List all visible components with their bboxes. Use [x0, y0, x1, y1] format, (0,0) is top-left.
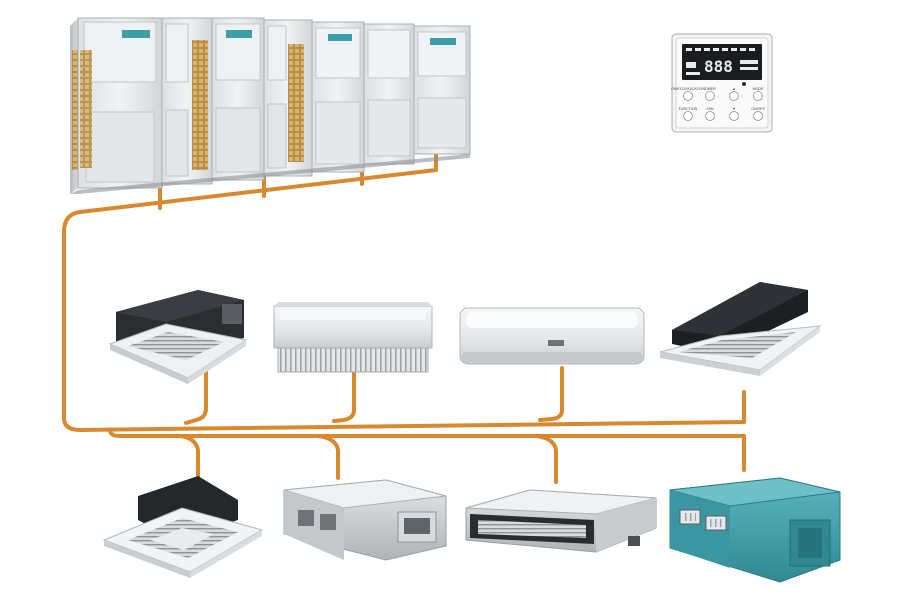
on-off-button[interactable]	[753, 111, 763, 121]
outdoor-header-pipe	[62, 148, 438, 432]
timer-button[interactable]	[705, 91, 715, 101]
indoor-unit-high-static-duct	[669, 477, 841, 583]
outdoor-unit-module-5	[311, 21, 365, 173]
controller-label: ▼	[732, 107, 736, 111]
outdoor-unit-module-7	[413, 25, 471, 155]
brand-badge	[328, 34, 352, 41]
branch-row2-unit3	[534, 434, 558, 484]
branch-row2-unit1	[178, 434, 200, 484]
indoor-unit-four-way-cassette	[102, 476, 264, 578]
brand-badge	[226, 30, 252, 38]
header-pipe-row1	[78, 390, 746, 432]
wired-controller: 888 ON/ECONO/CATION TIMER ▲ MODE FUNCTIO…	[671, 33, 773, 133]
branch-row1-unit2	[332, 370, 356, 423]
down-button[interactable]	[729, 111, 739, 121]
header-pipe-row2	[108, 428, 746, 472]
branch-row1-unit1	[184, 370, 208, 425]
function-button[interactable]	[683, 111, 693, 121]
display-window	[548, 340, 564, 346]
refrigerant-piping	[62, 148, 746, 484]
outdoor-unit-module-4	[263, 19, 313, 177]
up-button[interactable]	[729, 91, 739, 101]
controller-lcd	[682, 44, 762, 80]
controller-label: MODE	[753, 87, 764, 91]
controller-buttons	[683, 91, 763, 121]
controller-label: FAN	[707, 107, 714, 111]
outdoor-unit-module-3	[211, 17, 265, 181]
outdoor-unit-module-1	[77, 17, 163, 189]
brand-badge	[430, 38, 456, 45]
mode-button[interactable]	[753, 91, 763, 101]
controller-label: FUNCTION	[679, 107, 698, 111]
lcd-digits: 888	[704, 57, 733, 76]
power-indicator-led	[742, 82, 746, 86]
indoor-unit-slim-duct	[283, 479, 447, 561]
branch-row1-unit3	[538, 366, 564, 422]
outdoor-unit-bank	[70, 17, 471, 194]
indoor-unit-one-way-cassette	[659, 282, 822, 376]
indoor-unit-wall-mounted	[459, 307, 645, 365]
branch-row2-unit2	[316, 434, 340, 480]
brand-badge	[122, 30, 150, 38]
outdoor-unit-module-2	[161, 17, 213, 185]
on-econo-cation-button[interactable]	[683, 91, 693, 101]
indoor-unit-low-static-duct	[465, 489, 657, 553]
controller-label: ON/OFF	[751, 107, 765, 111]
indoor-unit-ceiling-floor	[273, 302, 433, 373]
outdoor-unit-module-6	[363, 23, 415, 165]
controller-label: ▲	[732, 87, 736, 91]
controller-label: ON/ECONO/CATION	[671, 87, 705, 91]
indoor-unit-ceiling-cassette	[108, 290, 248, 384]
controller-label: TIMER	[704, 87, 716, 91]
fan-button[interactable]	[705, 111, 715, 121]
